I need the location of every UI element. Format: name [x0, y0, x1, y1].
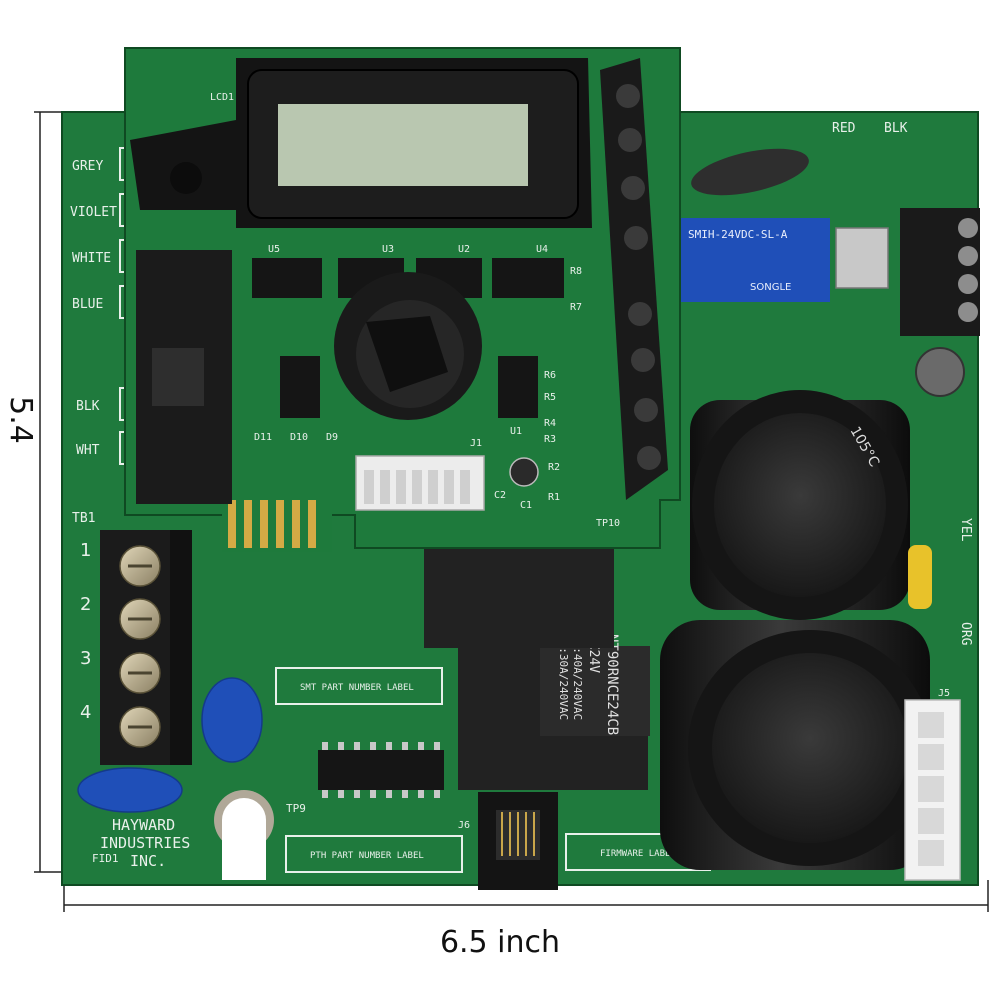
relay-contact-nc: NC:30A/240VAC: [557, 634, 570, 720]
label-r3: R3: [544, 434, 556, 445]
label-j6: J6: [458, 820, 470, 831]
label-r7: R7: [570, 302, 582, 313]
blue-varistor: [77, 677, 263, 813]
label-tp9: TP9: [286, 802, 306, 815]
terminal-number-4: 4: [80, 702, 91, 723]
small-capacitor: [915, 347, 965, 397]
firmware-label-text: FIRMWARE LABEL: [600, 849, 676, 859]
terminal-number-3: 3: [80, 648, 91, 669]
label-yel: YEL: [958, 518, 973, 542]
ic-chips-daughter: [252, 258, 564, 418]
label-r4: R4: [544, 418, 556, 429]
white-header-j1: [355, 455, 485, 511]
terminal-number-1: 1: [80, 540, 91, 561]
pth-label-text: PTH PART NUMBER LABEL: [310, 851, 424, 861]
dimension-lines: [34, 111, 989, 912]
label-r1: R1: [548, 492, 560, 503]
label-blk: BLK: [76, 399, 100, 414]
label-r2: R2: [548, 462, 560, 473]
relay-small: SMIH-24VDC-SL-A SONGLE: [680, 218, 830, 302]
width-dimension-label: 6.5 inch: [439, 925, 561, 960]
relay-small-model-text: SMIH-24VDC-SL-A: [688, 228, 788, 241]
slide-switch: [136, 250, 232, 504]
label-r5: R5: [544, 392, 556, 403]
white-connector-j5: [904, 699, 961, 881]
terminal-number-2: 2: [80, 594, 91, 615]
smt-label-text: SMT PART NUMBER LABEL: [300, 683, 414, 693]
label-u3: U3: [382, 244, 394, 255]
label-u4: U4: [536, 244, 548, 255]
relay-upper: [424, 540, 614, 648]
terminal-block: [100, 530, 192, 765]
label-wht: WHT: [76, 443, 100, 458]
label-c2: C2: [494, 490, 506, 501]
label-blue: BLUE: [72, 297, 103, 312]
rj-connector: [478, 792, 558, 890]
label-lcd1: LCD1: [210, 92, 234, 103]
voltage-regulator: [835, 227, 889, 289]
label-j5: J5: [938, 688, 950, 699]
maker-name-line2: INDUSTRIES: [100, 834, 190, 852]
label-d9: D9: [326, 432, 338, 443]
label-tb1: TB1: [72, 511, 95, 526]
capacitor-lower: [660, 620, 932, 870]
label-red: RED: [832, 121, 856, 136]
label-d10: D10: [290, 432, 308, 443]
smt-label-box: [275, 667, 443, 705]
rotary-knob: [334, 272, 482, 420]
relay-small-brand-text: SONGLE: [750, 282, 791, 293]
label-grey: GREY: [72, 159, 103, 174]
label-white: WHITE: [72, 251, 111, 266]
label-violet: VIOLET: [70, 205, 117, 220]
thermistor: [691, 148, 809, 196]
yellow-component: [908, 545, 932, 609]
lcd-display: [130, 58, 592, 228]
relay-contact-no: NO:40A/240VAC: [571, 634, 584, 720]
relay-model-text: NT90RNCE24CB: [604, 634, 620, 735]
label-tp10: TP10: [596, 518, 620, 529]
height-dimension-label: 5.4 inch: [3, 396, 38, 444]
label-u5: U5: [268, 244, 280, 255]
black-connector-strip: [600, 58, 668, 500]
label-u2: U2: [458, 244, 470, 255]
ic-chip-u6: [318, 742, 444, 798]
label-r6: R6: [544, 370, 556, 381]
mounting-hole: [214, 790, 274, 880]
screw-terminal-right: [900, 208, 980, 336]
label-blk-right: BLK: [884, 121, 908, 136]
label-fid1: FID1: [92, 852, 119, 865]
capacitor-upper: 105°C: [690, 390, 910, 620]
relay-large: NT90RNCE24CB DC24V NO:40A/240VAC NC:30A/…: [458, 634, 650, 790]
label-j1: J1: [470, 438, 482, 449]
small-electrolytic-cap: [509, 457, 539, 487]
maker-name-line1: HAYWARD: [112, 816, 175, 834]
label-c1: C1: [520, 500, 532, 511]
label-u1: U1: [510, 426, 522, 437]
label-r8: R8: [570, 266, 582, 277]
label-org: ORG: [958, 622, 973, 646]
label-d11: D11: [254, 432, 272, 443]
pth-label-box: [285, 835, 463, 873]
maker-name-line3: INC.: [130, 852, 166, 870]
